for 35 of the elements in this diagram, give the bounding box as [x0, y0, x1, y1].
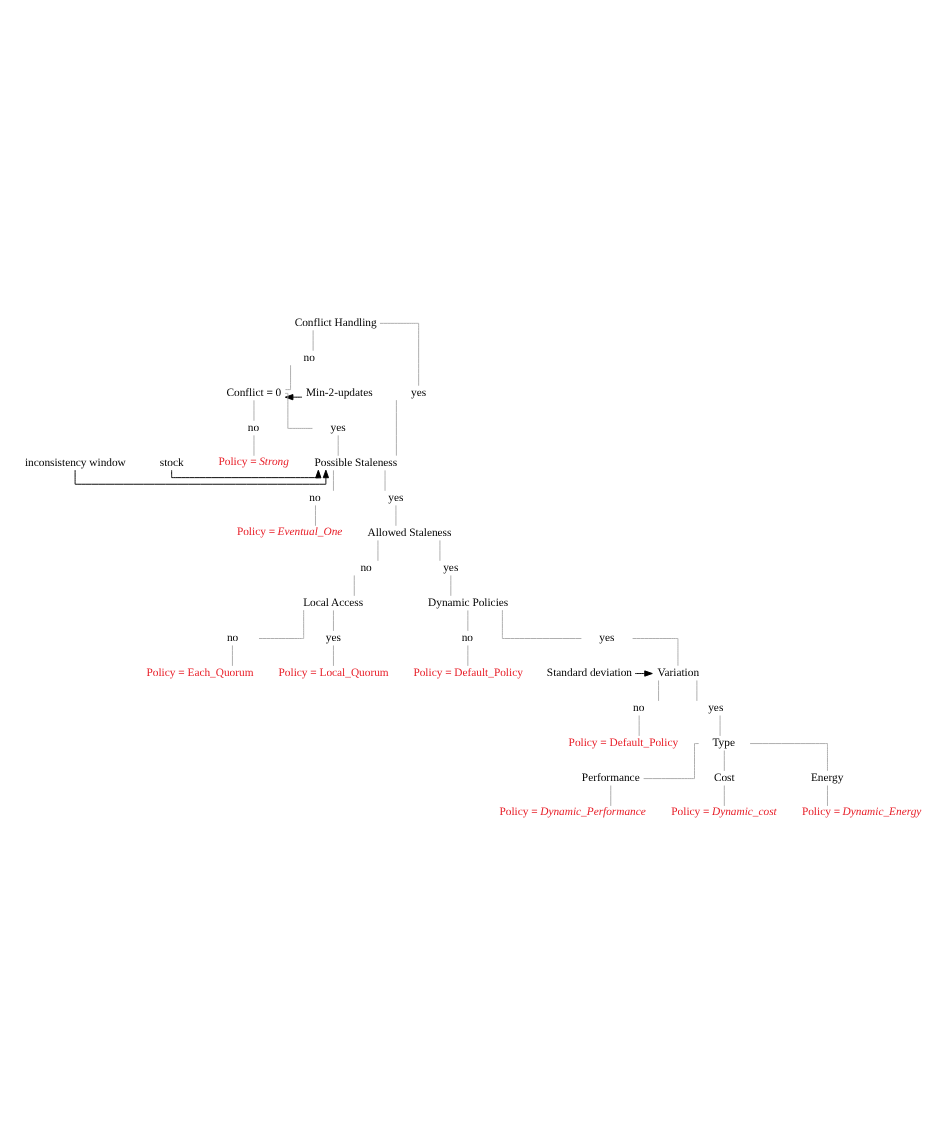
connector — [395, 503, 397, 526]
connector — [658, 679, 660, 701]
connector — [467, 644, 469, 666]
connector — [379, 321, 420, 386]
connector — [337, 433, 339, 456]
connector — [719, 714, 721, 736]
connector — [285, 363, 292, 390]
connector — [439, 538, 441, 561]
connector — [632, 637, 679, 666]
connector — [253, 398, 255, 421]
connector — [467, 608, 469, 631]
connector — [333, 644, 334, 666]
connector — [696, 679, 698, 701]
connector — [501, 608, 582, 638]
connector — [723, 784, 725, 806]
connector — [395, 398, 397, 456]
connector — [258, 608, 305, 638]
connector — [333, 468, 334, 491]
connector — [315, 503, 316, 526]
connector — [450, 573, 452, 596]
connector — [827, 784, 828, 806]
connector — [333, 608, 334, 631]
arrow — [634, 669, 653, 676]
connector — [723, 749, 725, 771]
connector — [312, 328, 314, 351]
connector — [638, 714, 640, 736]
connector — [231, 644, 233, 666]
connector — [384, 468, 386, 491]
connector — [253, 433, 255, 456]
connector — [643, 742, 700, 779]
connector — [610, 784, 612, 806]
connector — [377, 538, 379, 561]
connector — [353, 573, 355, 596]
arrow — [171, 468, 322, 478]
connector — [749, 742, 828, 771]
